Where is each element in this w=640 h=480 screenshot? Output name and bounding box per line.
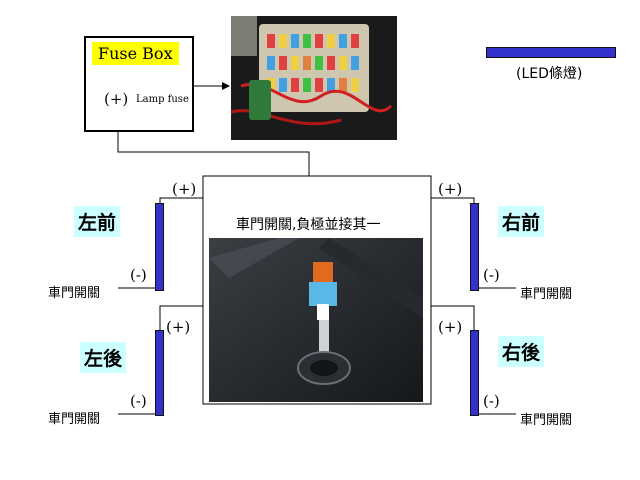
rear-right-plus: (+) [438, 318, 463, 336]
front-right-switch-label: 車門開關 [520, 287, 573, 302]
front-left-minus: (-) [130, 266, 147, 284]
rear-right-label: 右後 [498, 336, 545, 367]
fuse-box-photo [231, 16, 397, 140]
front-left-label: 左前 [74, 206, 121, 237]
rear-left-minus: (-) [130, 392, 147, 410]
rear-right-led-bar [470, 330, 479, 416]
front-left-led-bar [155, 203, 164, 291]
front-left-plus-wire [159, 197, 203, 203]
front-right-plus: (+) [438, 180, 463, 198]
rear-left-switch-label: 車門開關 [48, 412, 101, 427]
rear-left-led-bar [155, 330, 164, 416]
fuse-box: Fuse Box (+) Lamp fuse [84, 36, 194, 132]
lamp-fuse-label: Lamp fuse [136, 94, 189, 105]
fuse-plus-label: (+) [104, 90, 129, 108]
rear-left-plus-wire [159, 305, 203, 330]
fusebox-arrow-head [222, 82, 230, 90]
rear-right-minus: (-) [483, 392, 500, 410]
front-left-plus: (+) [172, 180, 197, 198]
rear-left-plus: (+) [166, 318, 191, 336]
rear-right-plus-wire [431, 305, 475, 330]
legend-label: (LED條燈) [516, 66, 583, 82]
legend-led-bar [486, 47, 616, 58]
center-caption: 車門開關,負極並接其一 [236, 217, 381, 233]
front-right-led-bar [470, 203, 479, 291]
front-right-plus-wire [431, 197, 475, 203]
fuse-box-title: Fuse Box [92, 42, 179, 65]
rear-left-label: 左後 [80, 342, 127, 373]
rear-right-switch-label: 車門開關 [520, 413, 573, 428]
center-box [202, 175, 432, 405]
front-left-switch-label: 車門開關 [48, 286, 101, 301]
door-switch-photo [209, 238, 423, 402]
front-right-minus: (-) [483, 266, 500, 284]
front-right-label: 右前 [498, 206, 545, 237]
fuse-feed-wire [117, 118, 310, 176]
